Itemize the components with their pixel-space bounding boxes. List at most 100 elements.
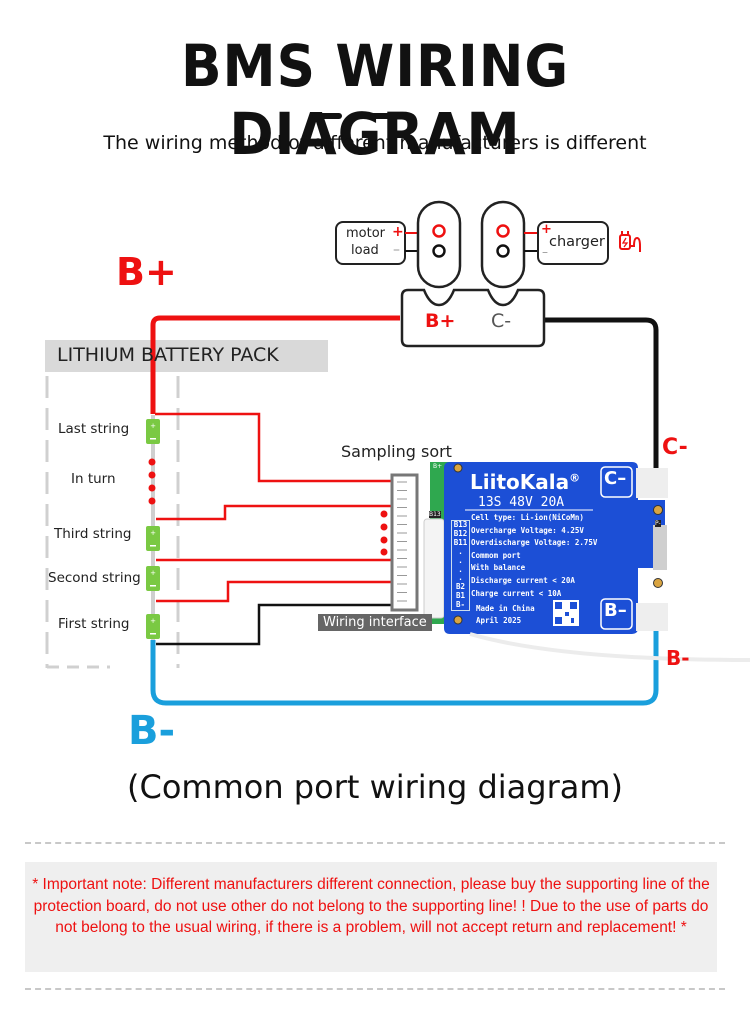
pin-label: .: [458, 564, 463, 574]
svg-text:+: +: [150, 422, 156, 430]
load-plus-sign: +: [392, 224, 404, 240]
board-made-in: Made in China: [476, 604, 535, 613]
pack-title-bg: [45, 340, 328, 372]
mount-hole: [653, 505, 663, 515]
sampling-connector-pins: [397, 481, 407, 602]
wiring-interface-label: Wiring interface: [318, 614, 432, 631]
b-minus-port: [636, 603, 668, 631]
in-turn-dots: [148, 458, 156, 505]
note-box: [25, 862, 717, 972]
board-date: April 2025: [476, 616, 522, 625]
pin-label: B13: [453, 520, 468, 529]
cell-second: +: [146, 566, 160, 591]
important-note: * Important note: Different manufacturer…: [32, 876, 710, 936]
bms-board: [444, 462, 665, 634]
board-line: Commom port: [471, 550, 521, 560]
charger-plus-pin: [496, 224, 510, 238]
svg-text:+: +: [150, 617, 156, 625]
c-minus-side-label: C-: [662, 435, 688, 460]
b-plus-label: B+: [116, 250, 177, 294]
separator-top: [25, 842, 725, 844]
pcb-b13-label: B13: [429, 511, 441, 518]
pin-label: .: [458, 573, 463, 583]
b-minus-wire: [150, 622, 659, 706]
sampling-wire-last: [155, 412, 392, 483]
charger-box: [537, 221, 609, 265]
board-brand-text: LiitoKala: [470, 470, 570, 494]
c-minus-wire: [545, 317, 659, 476]
sampling-wire-in-turn: [156, 504, 392, 521]
title-divider-right: [370, 113, 400, 119]
board-spec: 13S 48V 20A: [478, 495, 565, 510]
pin-label: B11: [453, 537, 468, 547]
svg-text:+: +: [150, 529, 156, 537]
sampling-wire-second: [156, 580, 392, 603]
board-brand: LiitoKala®: [470, 470, 580, 494]
pack-title: LITHIUM BATTERY PACK: [57, 344, 279, 366]
c-minus-port: [636, 468, 668, 498]
charger-plug-icon: [619, 231, 641, 252]
sampling-connector: [390, 473, 419, 612]
load-minus-pin: [432, 244, 446, 258]
cell-last: +: [146, 419, 160, 444]
board-pin-list: B13 B12 B11 . . . . B2 B1 B-: [451, 520, 470, 612]
board-line: Overcharge Voltage: 4.25V: [471, 525, 584, 535]
cell-first: +: [146, 614, 160, 639]
load-label-motor: motor: [346, 226, 386, 241]
load-box: [335, 221, 406, 265]
wiring-diagram: + + + +: [45, 200, 750, 706]
pcb-connector: [423, 518, 445, 619]
board-line: With balance: [471, 563, 526, 573]
qr-pattern: [555, 602, 577, 624]
sampling-wire-first: [156, 603, 392, 646]
title-divider-left: [312, 113, 342, 119]
mount-hole: [453, 463, 463, 473]
subtitle: The wiring method of different manufactu…: [103, 132, 647, 154]
b-plus-wire: [150, 315, 400, 414]
svg-text:+: +: [150, 569, 156, 577]
board-line: Discharge current < 20A: [471, 575, 575, 585]
cell-label-in-turn: In turn: [71, 471, 116, 487]
separator-bottom: [25, 988, 725, 990]
main-plug: [400, 288, 546, 348]
charger-minus-pin: [496, 244, 510, 258]
pcb-b-plus-label: B+: [433, 463, 443, 470]
pin-label: B2: [455, 582, 466, 592]
plug-b-plus-label: B+: [425, 310, 456, 332]
connector-dots: [380, 510, 388, 556]
plug-c-minus-label: C-: [491, 310, 512, 332]
page-title: BMS WIRING DIAGRAM: [180, 32, 570, 168]
board-c-port-label-box: [600, 466, 633, 498]
board-line: Overdischarge Voltage: 2.75V: [471, 538, 598, 548]
load-plus-pin: [432, 224, 446, 238]
cell-label-last: Last string: [58, 421, 130, 437]
pin-label: B12: [453, 528, 468, 538]
board-b-port-label-box: [600, 598, 633, 630]
diagram-caption: (Common port wiring diagram): [127, 768, 623, 806]
pin-label: .: [458, 555, 463, 565]
cell-label-first: First string: [58, 616, 130, 632]
pin-label: B-: [455, 600, 466, 610]
board-port-c: C–: [604, 468, 627, 489]
cell-third: +: [146, 526, 160, 551]
b-minus-label: B-: [128, 708, 176, 754]
mount-hole: [653, 578, 663, 588]
board-spec-lines: Cell type: Li-ion(NiCoMn) Overcharge Vol…: [471, 512, 597, 600]
load-minus-sign: –: [393, 242, 400, 258]
b-minus-side-label: B-: [666, 646, 690, 670]
sampling-sort-label: Sampling sort: [341, 442, 452, 461]
p-minus-port: [653, 525, 667, 570]
board-line: Cell type: Li-ion(NiCoMn): [471, 513, 584, 522]
cell-label-second: Second string: [48, 570, 141, 586]
white-cable: [469, 632, 750, 662]
cell-label-third: Third string: [54, 526, 132, 542]
pin-label: B1: [455, 591, 466, 601]
board-line: Charge current < 10A: [471, 588, 562, 598]
pcb-p-minus-label: P-: [655, 520, 661, 527]
load-label-load: load: [351, 243, 379, 258]
charger-plus-sign: +: [541, 222, 552, 237]
charger-minus-sign: –: [542, 245, 548, 259]
board-port-b: B–: [604, 600, 627, 621]
pin-label: .: [458, 546, 463, 556]
board-reg-mark: ®: [569, 471, 581, 485]
